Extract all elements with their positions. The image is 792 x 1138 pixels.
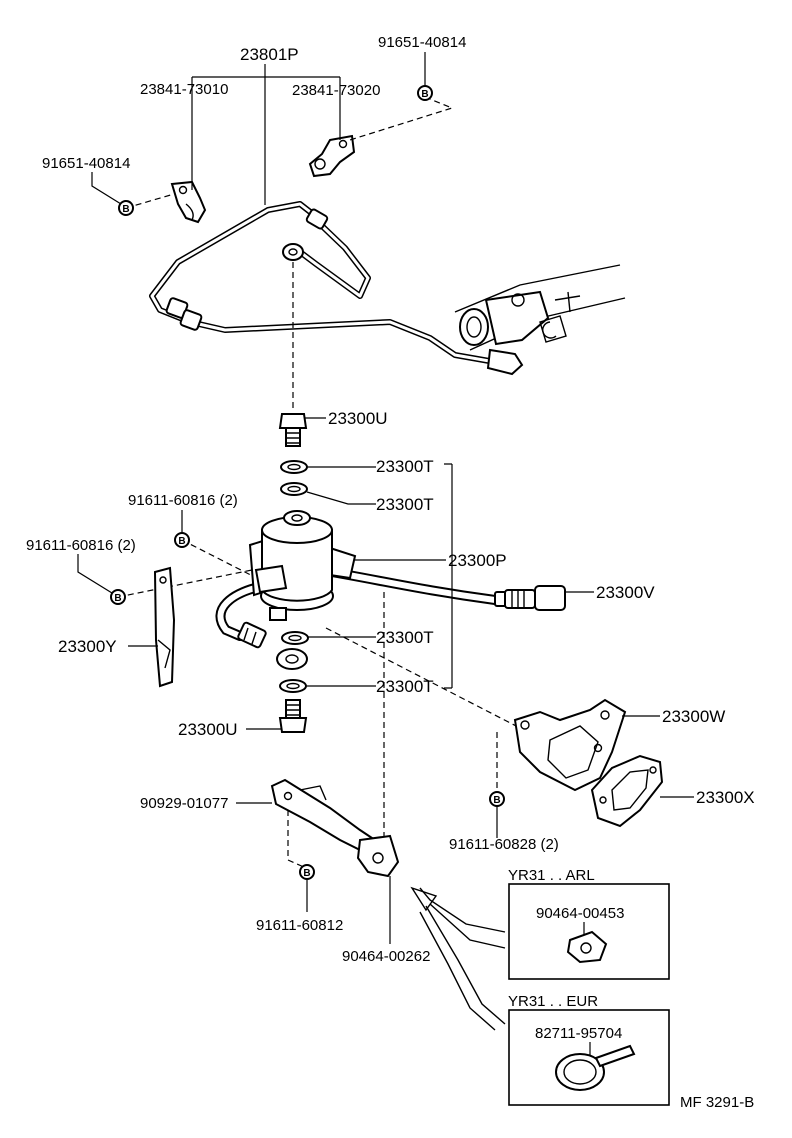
variant-arl-part: 90464-00453 bbox=[536, 905, 624, 922]
bolt-marker-lower: B bbox=[299, 864, 315, 880]
label-clamp-left: 23841-73010 bbox=[140, 81, 228, 98]
variant-pointer-arrows bbox=[410, 886, 506, 1031]
label-hose: 23300V bbox=[596, 583, 655, 602]
bolt-marker-bracket-right: B bbox=[489, 791, 505, 807]
leader-lines bbox=[77, 52, 694, 944]
label-clamp-lower: 90464-00262 bbox=[342, 948, 430, 965]
variant-eur-title: YR31 . . EUR bbox=[508, 993, 598, 1010]
gasket-ring-1 bbox=[280, 460, 308, 474]
engine-housing bbox=[454, 264, 626, 351]
label-union-bolt-bottom: 23300U bbox=[178, 720, 238, 739]
label-bolt-lower: 91611-60812 bbox=[256, 917, 343, 934]
variant-arl-box: YR31 . . ARL 90464-00453 bbox=[508, 867, 670, 980]
bolt-marker-top: B bbox=[417, 85, 433, 101]
label-gasket-2: 23300T bbox=[376, 495, 434, 514]
label-bracket-left: 23300Y bbox=[58, 637, 117, 656]
union-bolt-bottom bbox=[278, 699, 308, 733]
label-clamp-right: 23841-73020 bbox=[292, 82, 380, 99]
union-bolt-top bbox=[278, 413, 308, 447]
pipe-clamp-right bbox=[308, 134, 356, 178]
label-gasket-1: 23300T bbox=[376, 457, 434, 476]
variant-eur-part: 82711-95704 bbox=[535, 1025, 622, 1042]
label-gasket-plate: 23300X bbox=[696, 788, 755, 807]
label-bolt-filter-top: 91611-60816 (2) bbox=[128, 492, 238, 509]
label-gasket-4: 23300T bbox=[376, 677, 434, 696]
svg-text:B: B bbox=[421, 89, 428, 100]
gasket-ring-2 bbox=[280, 482, 308, 496]
label-union-bolt-top: 23300U bbox=[328, 409, 388, 428]
label-bolt-bracket-right: 91611-60828 (2) bbox=[449, 836, 559, 853]
fuel-pipe-assembly bbox=[149, 201, 524, 376]
variant-eur-box: YR31 . . EUR 82711-95704 bbox=[508, 993, 670, 1106]
svg-text:B: B bbox=[122, 204, 129, 215]
svg-text:B: B bbox=[303, 868, 310, 879]
label-filter: 23300P bbox=[448, 551, 507, 570]
label-bracket-lower: 90929-01077 bbox=[140, 795, 228, 812]
pipe-clamp-left bbox=[170, 180, 207, 224]
svg-text:B: B bbox=[493, 795, 500, 806]
clamp-lower bbox=[356, 834, 400, 878]
label-bolt-left: 91651-40814 bbox=[42, 155, 130, 172]
bracket-right bbox=[513, 698, 627, 792]
bolt-marker-filter-top: B bbox=[174, 532, 190, 548]
fuel-hose-end bbox=[494, 585, 566, 611]
gasket-ring-3 bbox=[281, 631, 309, 645]
assembly-dashed-lines bbox=[117, 96, 521, 869]
bracket-left bbox=[153, 566, 176, 688]
label-bolt-filter-left: 91611-60816 (2) bbox=[26, 537, 136, 554]
svg-text:B: B bbox=[114, 593, 121, 604]
bolt-marker-filter-left: B bbox=[110, 589, 126, 605]
label-bolt-top: 91651-40814 bbox=[378, 34, 466, 51]
gasket-ring-4 bbox=[279, 679, 307, 693]
label-main-pipe: 23801P bbox=[240, 45, 299, 64]
label-bracket-right: 23300W bbox=[662, 707, 725, 726]
gasket-plate bbox=[590, 754, 664, 828]
left-hose-fitting bbox=[237, 621, 308, 670]
variant-arl-title: YR31 . . ARL bbox=[508, 867, 595, 884]
bolt-marker-left: B bbox=[118, 200, 134, 216]
diagram-code: MF 3291-B bbox=[680, 1094, 754, 1111]
part-labels: 23801P 23841-73010 23841-73020 91651-408… bbox=[26, 34, 755, 1111]
svg-text:B: B bbox=[178, 536, 185, 547]
label-gasket-3: 23300T bbox=[376, 628, 434, 647]
fuel-filter bbox=[215, 510, 500, 641]
